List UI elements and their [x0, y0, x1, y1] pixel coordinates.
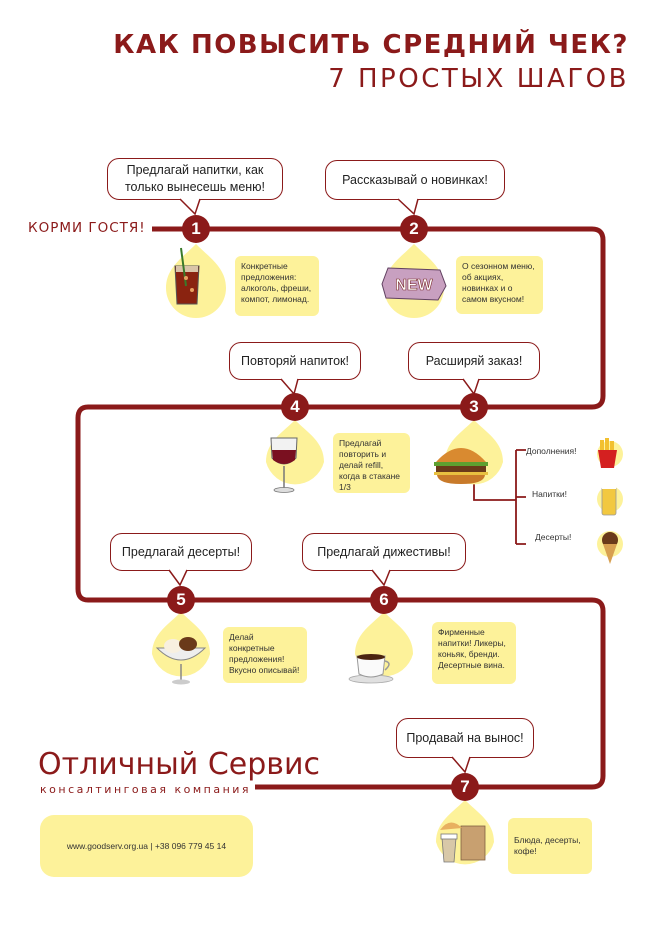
bubble-step-4: Повторяй напиток! — [229, 342, 361, 380]
fries-icon — [598, 438, 617, 468]
bubble-step-3: Расширяй заказ! — [408, 342, 540, 380]
note-step-2: О сезонном меню, об акциях, новинках и о… — [456, 256, 543, 314]
beer-icon — [601, 484, 617, 516]
flow-line — [75, 226, 606, 790]
bubble-step-7: Продавай на вынос! — [396, 718, 534, 758]
step-number-2: 2 — [400, 215, 428, 243]
step-number-1: 1 — [182, 215, 210, 243]
contact-info: www.goodserv.org.ua | +38 096 779 45 14 — [40, 815, 253, 877]
step-number-7: 7 — [451, 773, 479, 801]
new-badge-icon: NEW — [381, 267, 447, 301]
bubble-step-1: Предлагай напитки, как только вынесешь м… — [107, 158, 283, 200]
step-number-6: 6 — [370, 586, 398, 614]
wine-glass-icon — [270, 437, 298, 493]
bubble-step-6: Предлагай дижестивы! — [302, 533, 466, 571]
note-step-5: Делай конкретные предложения! Вкусно опи… — [223, 627, 307, 683]
note-step-6: Фирменные напитки! Ликеры, коньяк, бренд… — [432, 622, 516, 684]
page-title: КАК ПОВЫСИТЬ СРЕДНИЙ ЧЕК? — [113, 30, 629, 60]
step-number-3: 3 — [460, 393, 488, 421]
start-label: КОРМИ ГОСТЯ! — [28, 220, 146, 236]
coffee-cup-icon — [348, 654, 394, 684]
burger-icon — [434, 448, 488, 484]
brand-name: Отличный Сервис — [38, 747, 320, 782]
drink-icon — [174, 247, 200, 305]
branch-label-drinks: Напитки! — [532, 489, 567, 499]
branch-lines — [473, 449, 526, 545]
bubble-step-5: Предлагай десерты! — [110, 533, 252, 571]
brand-tagline: консалтинговая компания — [40, 783, 252, 796]
step-number-4: 4 — [281, 393, 309, 421]
branch-label-additions: Дополнения! — [526, 446, 577, 456]
branch-label-desserts: Десерты! — [535, 532, 572, 542]
ice-cream-icon — [602, 532, 618, 564]
page-subtitle: 7 ПРОСТЫХ ШАГОВ — [328, 64, 629, 94]
svg-text:NEW: NEW — [395, 277, 433, 294]
step-number-5: 5 — [167, 586, 195, 614]
note-step-4: Предлагай повторить и делай refill, когд… — [333, 433, 410, 493]
sundae-icon — [155, 637, 207, 685]
note-step-1: Конкретные предложения: алкоголь, фреши,… — [235, 256, 319, 316]
note-step-7: Блюда, десерты, кофе! — [508, 818, 592, 874]
takeaway-icon — [440, 822, 486, 863]
